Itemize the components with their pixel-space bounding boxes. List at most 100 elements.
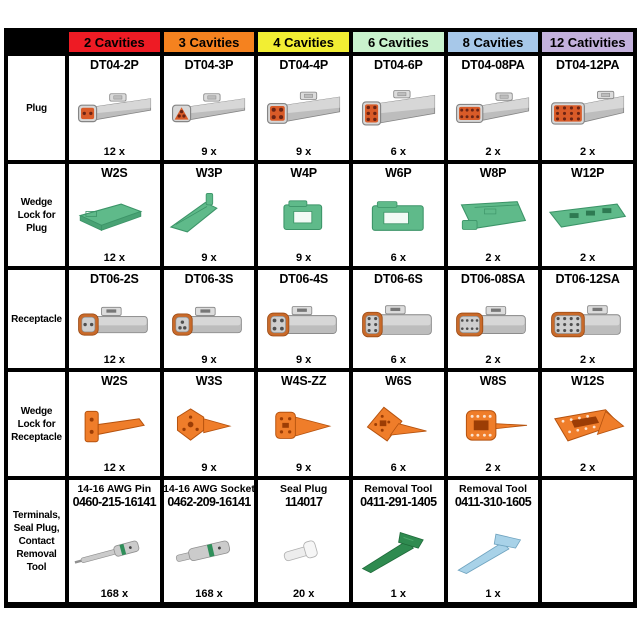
column-header-6-cavities: 6 Cavities bbox=[352, 32, 444, 52]
part-number: W4P bbox=[290, 166, 317, 180]
receptacle-image bbox=[258, 286, 349, 354]
quantity-label: 9 x bbox=[201, 462, 217, 474]
quantity-label: 12 x bbox=[103, 146, 126, 158]
column-header-2-cavities: 2 Cavities bbox=[69, 32, 160, 52]
part-description: 14-16 AWG Pin bbox=[77, 483, 152, 495]
row-label-wedge-lock-receptacle: Wedge Lock for Receptacle bbox=[8, 372, 65, 476]
cell-wedges-12: W12S 2 x bbox=[542, 372, 633, 476]
part-number: 0411-310-1605 bbox=[454, 495, 532, 509]
row-label-terminals-tools: Terminals, Seal Plug, Contact Removal To… bbox=[8, 480, 65, 602]
wedge-lock-image bbox=[353, 388, 444, 462]
part-number: 114017 bbox=[284, 495, 323, 509]
quantity-label: 9 x bbox=[201, 252, 217, 264]
part-number: W2S bbox=[101, 374, 128, 388]
plug-connector-image bbox=[353, 72, 444, 146]
cell-wedgep-3: W3P 9 x bbox=[163, 164, 255, 266]
wedge-lock-image bbox=[69, 388, 160, 462]
cell-removal-tool-green: Removal Tool 0411-291-1405 1 x bbox=[352, 480, 444, 602]
quantity-label: 2 x bbox=[580, 146, 596, 158]
quantity-label: 20 x bbox=[292, 588, 315, 600]
cell-plug-8: DT04-08PA 2 x bbox=[447, 56, 539, 160]
part-number: DT06-4S bbox=[279, 272, 328, 286]
part-number: DT06-3S bbox=[184, 272, 234, 286]
cell-wedgep-4: W4P 9 x bbox=[258, 164, 349, 266]
cell-awg-pin: 14-16 AWG Pin 0460-215-16141 168 x bbox=[69, 480, 160, 602]
part-number: 0460-215-16141 bbox=[72, 495, 157, 509]
cell-recept-2: DT06-2S 12 x bbox=[69, 270, 160, 368]
cell-recept-8: DT06-08SA 2 x bbox=[447, 270, 539, 368]
cell-wedgep-12: W12P 2 x bbox=[542, 164, 633, 266]
removal-tool-image bbox=[353, 509, 444, 588]
part-number: DT06-08SA bbox=[460, 272, 526, 286]
quantity-label: 2 x bbox=[485, 146, 501, 158]
part-number: DT04-08PA bbox=[461, 58, 525, 72]
cell-plug-6: DT04-6P 6 x bbox=[352, 56, 444, 160]
wedge-lock-image bbox=[542, 388, 633, 462]
wedge-lock-image bbox=[69, 180, 160, 252]
column-header-4-cavities: 4 Cavities bbox=[258, 32, 349, 52]
quantity-label: 2 x bbox=[580, 462, 596, 474]
part-number: W4S-ZZ bbox=[280, 374, 327, 388]
terminal-pin-image bbox=[69, 509, 160, 588]
part-number: W12S bbox=[571, 374, 605, 388]
empty-cell bbox=[542, 480, 633, 602]
cell-awg-socket: 14-16 AWG Socket 0462-209-16141 168 x bbox=[163, 480, 255, 602]
part-number: DT04-6P bbox=[374, 58, 423, 72]
quantity-label: 9 x bbox=[296, 146, 312, 158]
cell-removal-tool-blue: Removal Tool 0411-310-1605 1 x bbox=[447, 480, 539, 602]
quantity-label: 2 x bbox=[485, 354, 501, 366]
receptacle-image bbox=[448, 286, 539, 354]
part-number: DT04-12PA bbox=[556, 58, 620, 72]
wedge-lock-image bbox=[164, 388, 255, 462]
column-header-8-cavities: 8 Cavities bbox=[447, 32, 539, 52]
removal-tool-image bbox=[448, 509, 539, 588]
quantity-label: 2 x bbox=[485, 252, 501, 264]
part-number: W6S bbox=[385, 374, 412, 388]
quantity-label: 2 x bbox=[580, 252, 596, 264]
quantity-label: 168 x bbox=[195, 588, 223, 600]
quantity-label: 1 x bbox=[390, 588, 406, 600]
cell-wedgep-8: W8P 2 x bbox=[447, 164, 539, 266]
cell-wedges-6: W6S 6 x bbox=[352, 372, 444, 476]
wedge-lock-image bbox=[258, 180, 349, 252]
plug-connector-image bbox=[542, 72, 633, 146]
part-number: W8P bbox=[479, 166, 507, 180]
part-description: Removal Tool bbox=[458, 483, 528, 495]
part-description: Seal Plug bbox=[280, 483, 328, 495]
cell-recept-3: DT06-3S 9 x bbox=[163, 270, 255, 368]
wedge-lock-image bbox=[353, 180, 444, 252]
receptacle-image bbox=[69, 286, 160, 354]
cell-recept-12: DT06-12SA 2 x bbox=[542, 270, 633, 368]
plug-connector-image bbox=[164, 72, 255, 146]
part-description: Removal Tool bbox=[364, 483, 433, 495]
column-header-3-cavities: 3 Cavities bbox=[163, 32, 255, 52]
cell-plug-12: DT04-12PA 2 x bbox=[542, 56, 633, 160]
quantity-label: 9 x bbox=[296, 462, 312, 474]
cell-wedges-2: W2S 12 x bbox=[69, 372, 160, 476]
part-number: DT06-6S bbox=[374, 272, 423, 286]
part-number: DT06-12SA bbox=[555, 272, 620, 286]
part-number: W6P bbox=[385, 166, 412, 180]
wedge-lock-image bbox=[258, 388, 349, 462]
cell-plug-2: DT04-2P 12 x bbox=[69, 56, 160, 160]
part-number: 0411-291-1405 bbox=[360, 495, 437, 509]
quantity-label: 12 x bbox=[103, 462, 126, 474]
wedge-lock-image bbox=[448, 180, 539, 252]
plug-connector-image bbox=[258, 72, 349, 146]
quantity-label: 6 x bbox=[390, 146, 406, 158]
quantity-label: 168 x bbox=[100, 588, 129, 600]
quantity-label: 9 x bbox=[296, 354, 312, 366]
row-label-wedge-lock-plug: Wedge Lock for Plug bbox=[8, 164, 65, 266]
cell-wedges-8: W8S 2 x bbox=[447, 372, 539, 476]
quantity-label: 6 x bbox=[390, 354, 406, 366]
part-number: 0462-209-16141 bbox=[167, 495, 251, 509]
quantity-label: 9 x bbox=[296, 252, 312, 264]
cell-recept-6: DT06-6S 6 x bbox=[352, 270, 444, 368]
cell-plug-3: DT04-3P 9 x bbox=[163, 56, 255, 160]
quantity-label: 6 x bbox=[390, 252, 406, 264]
wedge-lock-image bbox=[448, 388, 539, 462]
receptacle-image bbox=[164, 286, 255, 354]
quantity-label: 2 x bbox=[485, 462, 501, 474]
connector-kit-table: 2 Cavities 3 Cavities 4 Cavities 6 Cavit… bbox=[4, 28, 637, 608]
quantity-label: 2 x bbox=[580, 354, 596, 366]
